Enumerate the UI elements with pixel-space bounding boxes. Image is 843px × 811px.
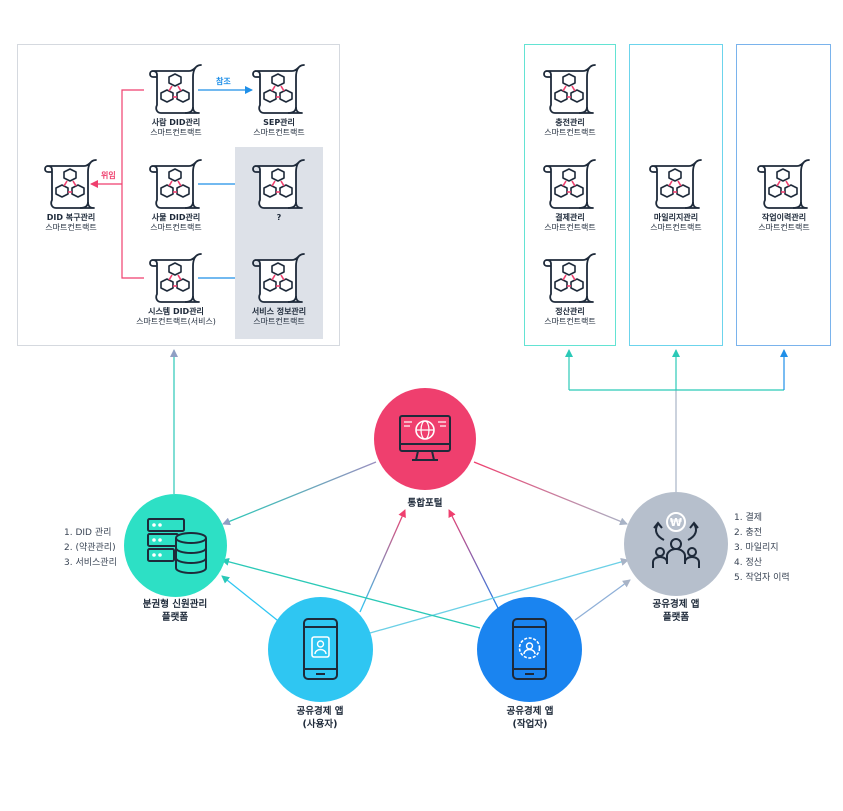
- doc-subtitle: 스마트컨트랙트: [758, 223, 810, 232]
- smart-contract-icon: [149, 64, 202, 114]
- smart-contract-icon: [149, 159, 202, 209]
- did-feature-list: 1. DID 관리 2. (약관관리) 3. 서비스관리: [64, 526, 117, 571]
- doc-subtitle: 스마트컨트랙트: [45, 223, 97, 232]
- doc-system-did: 시스템 DID관리 스마트컨트랙트(서비스): [121, 252, 231, 327]
- people-payment-icon: ₩: [652, 512, 700, 568]
- doc-title: SEP관리: [263, 118, 295, 127]
- server-database-icon: [147, 518, 207, 574]
- doc-did-recovery: DID 복구관리 스마트컨트랙트: [16, 158, 126, 233]
- right-panel-2: [629, 44, 723, 346]
- doc-charge: 충전관리 스마트컨트랙트: [515, 63, 625, 138]
- smart-contract-icon: [649, 159, 702, 209]
- doc-subtitle: 스마트컨트랙트: [650, 223, 702, 232]
- monitor-globe-icon: [399, 415, 451, 461]
- smart-contract-icon: [543, 159, 596, 209]
- list-item: 5. 작업자 이력: [734, 573, 790, 583]
- doc-title: 작업이력관리: [761, 213, 807, 222]
- sharing-platform-node: ₩: [624, 492, 728, 596]
- doc-service-info: 서비스 정보관리 스마트컨트랙트: [224, 252, 334, 327]
- doc-sep: SEP관리 스마트컨트랙트: [224, 63, 334, 138]
- list-item: 4. 정산: [734, 558, 763, 568]
- portal-did-line: [222, 461, 377, 526]
- worker-did-line: [221, 557, 481, 629]
- smart-contract-icon: [543, 253, 596, 303]
- sharing-platform-subtitle: 플랫폼: [662, 612, 690, 623]
- doc-payment: 결제관리 스마트컨트랙트: [515, 158, 625, 233]
- phone-user-icon: [303, 618, 338, 680]
- smart-contract-icon: [252, 64, 305, 114]
- phone-worker-icon: [512, 618, 547, 680]
- sharing-feature-list: 1. 결제 2. 충전 3. 마일리지 4. 정산 5. 작업자 이력: [734, 511, 790, 586]
- right-panel-1: [524, 44, 616, 346]
- user-app-node: [268, 597, 373, 702]
- smart-contract-icon: [252, 253, 305, 303]
- doc-work-history: 작업이력관리 스마트컨트랙트: [729, 158, 839, 233]
- list-item: 3. 서비스관리: [64, 558, 117, 568]
- smart-contract-icon: [252, 159, 305, 209]
- smart-contract-icon: [543, 64, 596, 114]
- user-portal-line: [359, 509, 406, 613]
- doc-subtitle: 스마트컨트랙트: [544, 128, 596, 137]
- user-app-label: 공유경제 앱 (사용자): [255, 705, 385, 731]
- user-did-line: [221, 575, 283, 625]
- portal-title: 통합포털: [407, 498, 443, 509]
- doc-subtitle: 스마트컨트랙트(서비스): [136, 317, 216, 326]
- user-app-title: 공유경제 앱: [296, 706, 344, 717]
- user-app-subtitle: (사용자): [302, 719, 338, 730]
- worker-app-subtitle: (작업자): [512, 719, 548, 730]
- portal-node: [374, 388, 476, 490]
- doc-settlement: 정산관리 스마트컨트랙트: [515, 252, 625, 327]
- doc-title: 사람 DID관리: [151, 118, 201, 127]
- doc-subtitle: 스마트컨트랙트: [544, 317, 596, 326]
- doc-mileage: 마일리지관리 스마트컨트랙트: [621, 158, 731, 233]
- doc-title: 마일리지관리: [653, 213, 699, 222]
- doc-title: 사물 DID관리: [151, 213, 201, 222]
- delegate-label: 위임: [101, 171, 116, 180]
- list-item: 3. 마일리지: [734, 543, 779, 553]
- doc-unknown: ?: [224, 158, 334, 223]
- doc-subtitle: 스마트컨트랙트: [150, 128, 202, 137]
- smart-contract-icon: [149, 253, 202, 303]
- worker-portal-line: [448, 509, 501, 613]
- doc-person-did: 사람 DID관리 스마트컨트랙트: [121, 63, 231, 138]
- doc-title: 시스템 DID관리: [148, 307, 204, 316]
- doc-thing-did: 사물 DID관리 스마트컨트랙트: [121, 158, 231, 233]
- list-item: 1. DID 관리: [64, 528, 112, 538]
- smart-contract-icon: [757, 159, 810, 209]
- doc-subtitle: 스마트컨트랙트: [253, 317, 305, 326]
- did-contract-panel: [17, 44, 340, 346]
- list-item: 2. 충전: [734, 528, 763, 538]
- doc-title: ?: [276, 213, 282, 222]
- smart-contract-icon: [44, 159, 97, 209]
- worker-app-label: 공유경제 앱 (작업자): [465, 705, 595, 731]
- doc-title: DID 복구관리: [46, 213, 96, 222]
- portal-label: 통합포털: [375, 497, 475, 510]
- did-platform-subtitle: 플랫폼: [161, 612, 189, 623]
- doc-subtitle: 스마트컨트랙트: [544, 223, 596, 232]
- portal-share-line: [473, 461, 628, 526]
- doc-subtitle: 스마트컨트랙트: [253, 128, 305, 137]
- doc-subtitle: 스마트컨트랙트: [150, 223, 202, 232]
- doc-title: 충전관리: [555, 118, 585, 127]
- list-item: 1. 결제: [734, 513, 763, 523]
- user-share-line: [369, 558, 629, 634]
- sharing-platform-label: 공유경제 앱 플랫폼: [611, 598, 741, 624]
- doc-title: 정산관리: [555, 307, 585, 316]
- doc-title: 결제관리: [555, 213, 585, 222]
- did-platform-label: 분권형 신원관리 플랫폼: [110, 598, 240, 624]
- svg-text:₩: ₩: [670, 516, 682, 529]
- right-panel-3: [736, 44, 831, 346]
- did-platform-title: 분권형 신원관리: [142, 599, 208, 610]
- sharing-platform-title: 공유경제 앱: [652, 599, 700, 610]
- worker-app-title: 공유경제 앱: [506, 706, 554, 717]
- reference-label: 참조: [216, 77, 231, 86]
- worker-share-line: [574, 579, 631, 621]
- did-platform-node: [124, 494, 227, 597]
- doc-title: 서비스 정보관리: [251, 307, 307, 316]
- worker-app-node: [477, 597, 582, 702]
- list-item: 2. (약관관리): [64, 543, 116, 553]
